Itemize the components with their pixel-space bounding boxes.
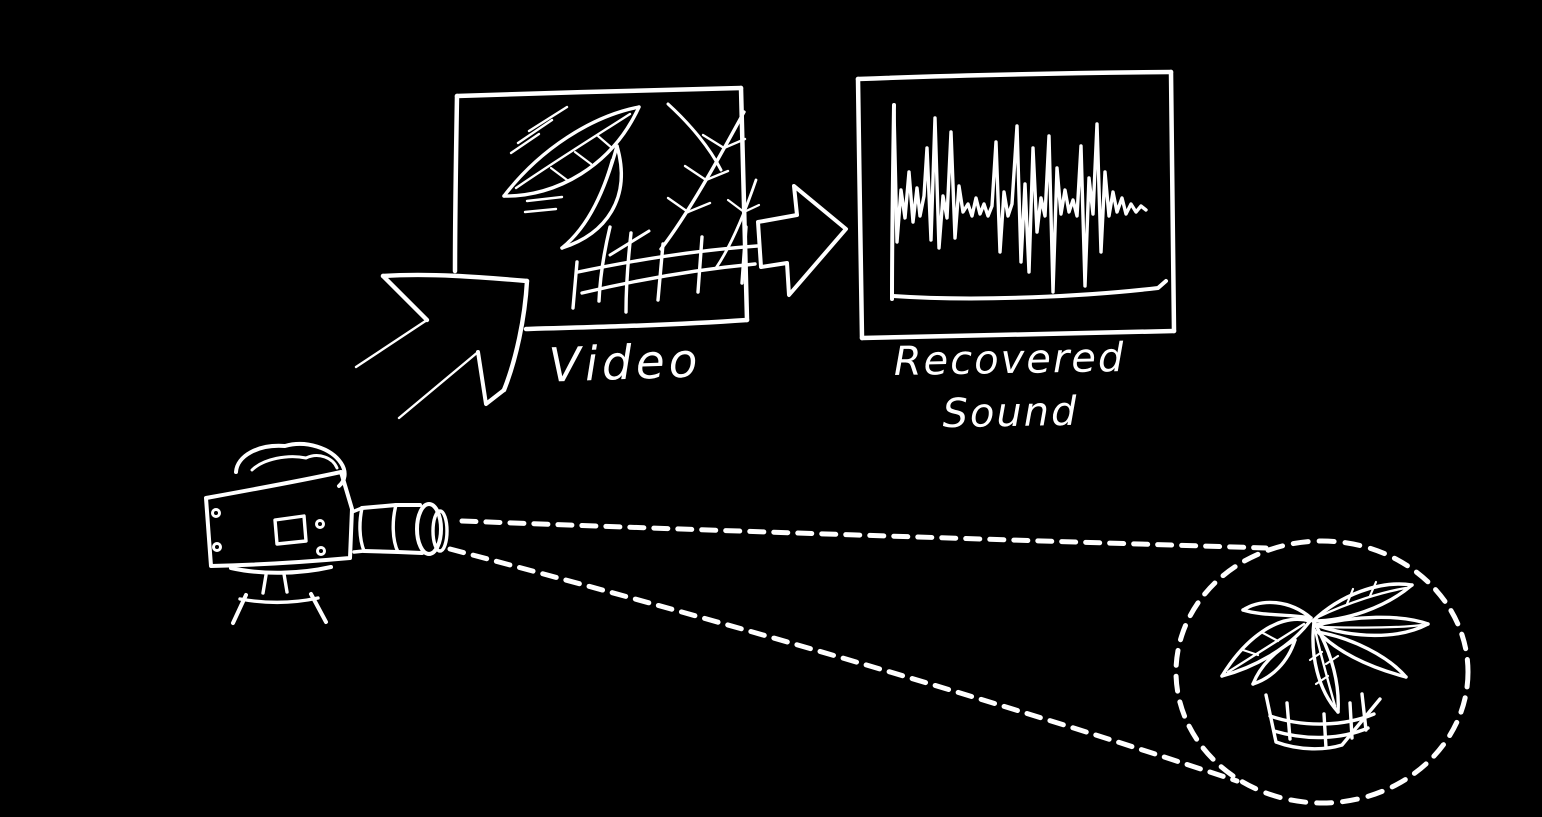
dashed-circle-icon xyxy=(1173,538,1471,806)
potted-plant-icon xyxy=(1220,580,1430,751)
arrow-up-right-icon xyxy=(354,272,530,420)
dashed-view-cone-lines xyxy=(447,518,1269,784)
plant-closeup-sketch xyxy=(502,102,761,314)
recovered-sound-label-line2: Sound xyxy=(942,388,1079,437)
video-panel-label: Video xyxy=(547,333,703,394)
recovered-sound-label: Recovered Sound xyxy=(867,332,1153,443)
audio-waveform-icon xyxy=(892,110,1148,294)
video-camera-on-tripod-icon xyxy=(204,442,449,625)
recovered-sound-label-line1: Recovered xyxy=(893,334,1126,386)
recovered-sound-frame xyxy=(855,69,1177,341)
arrow-right-icon xyxy=(756,184,848,297)
